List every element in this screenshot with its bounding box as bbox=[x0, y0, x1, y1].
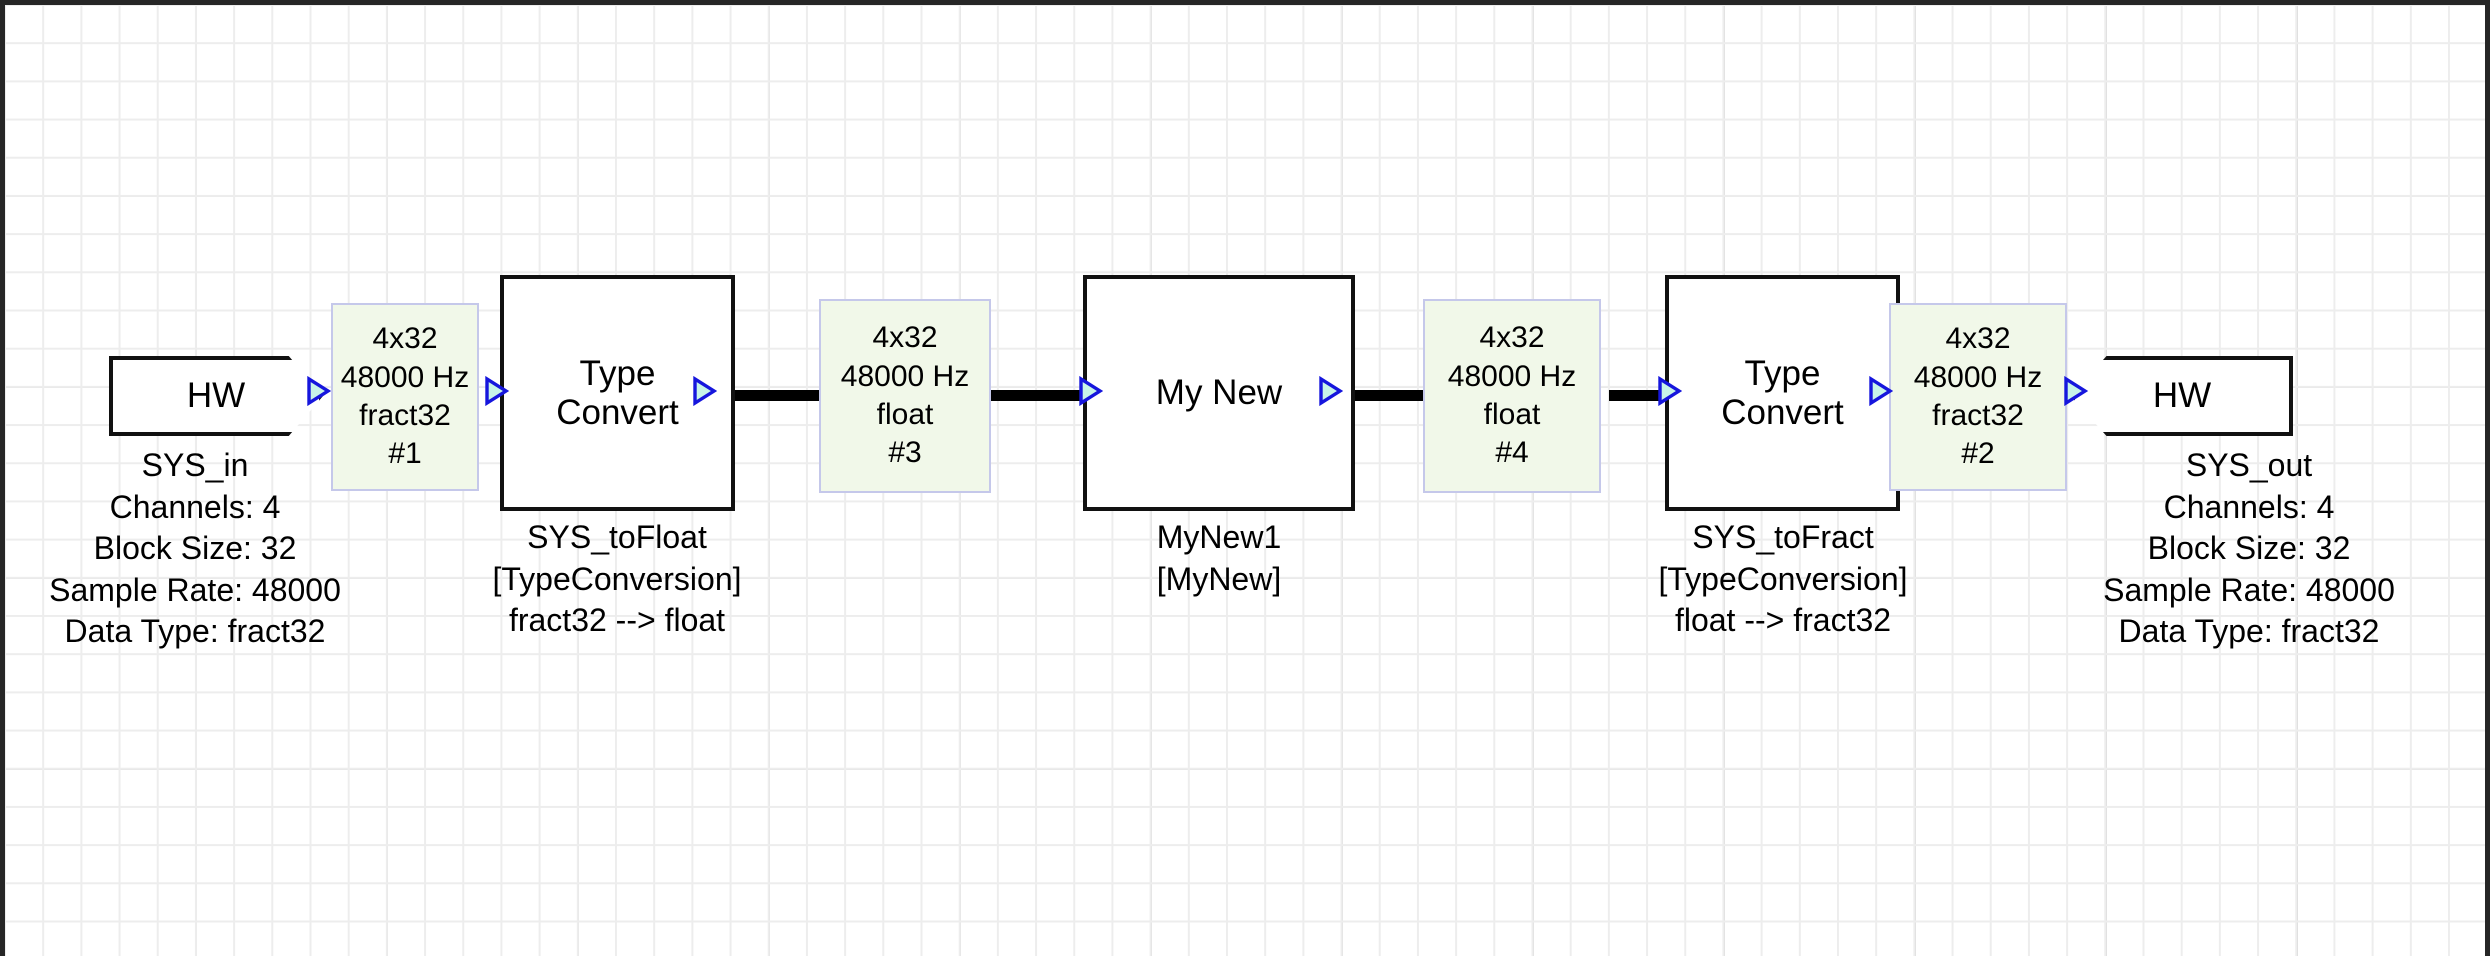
sys-out-data-type: Data Type: fract32 bbox=[2118, 613, 2380, 650]
sys-in-block-size: Block Size: 32 bbox=[93, 530, 297, 567]
tofract-inner-line2: Convert bbox=[1721, 393, 1844, 432]
signal-2-rate: 48000 Hz bbox=[1913, 360, 2043, 394]
mynew-inner-label: My New bbox=[1155, 373, 1283, 413]
tofract-input-port[interactable] bbox=[1656, 376, 1682, 406]
signal-1-datatype: fract32 bbox=[359, 399, 451, 432]
tofloat-input-port[interactable] bbox=[483, 376, 509, 406]
mynew-type: [MyNew] bbox=[1156, 560, 1282, 597]
wire-mynew-to-sig4 bbox=[1345, 390, 1453, 401]
signal-4-index: #4 bbox=[1495, 436, 1529, 470]
signal-4-datatype: float bbox=[1483, 398, 1541, 431]
tofloat-inner-label: Type Convert bbox=[556, 354, 679, 432]
signal-box-1[interactable]: 4x32 48000 Hz fract32 #1 bbox=[331, 303, 479, 491]
signal-4-rate: 48000 Hz bbox=[1447, 359, 1577, 393]
wire-sig3-to-mynew bbox=[989, 390, 1093, 401]
signal-3-dimensions: 4x32 bbox=[872, 321, 938, 355]
signal-3-rate: 48000 Hz bbox=[840, 359, 970, 393]
tofract-output-port[interactable] bbox=[1867, 376, 1893, 406]
sys-in-name: SYS_in bbox=[141, 447, 249, 483]
tofract-inner-line1: Type bbox=[1744, 353, 1821, 393]
caption-sys-out: SYS_out Channels: 4 Block Size: 32 Sampl… bbox=[1999, 445, 2485, 653]
sys-out-channels: Channels: 4 bbox=[2163, 488, 2335, 525]
tofloat-inner-line2: Convert bbox=[556, 393, 679, 432]
signal-4-dimensions: 4x32 bbox=[1479, 321, 1545, 355]
sys-in-sample-rate: Sample Rate: 48000 bbox=[49, 571, 341, 608]
signal-1-rate: 48000 Hz bbox=[340, 360, 470, 394]
block-sys-out[interactable]: HW bbox=[2071, 356, 2293, 436]
signal-2-dimensions: 4x32 bbox=[1945, 322, 2011, 356]
sys-out-block-size: Block Size: 32 bbox=[2147, 530, 2351, 567]
signal-3-index: #3 bbox=[888, 436, 922, 470]
tofract-type: [TypeConversion] bbox=[1658, 560, 1908, 597]
caption-sys-tofract: SYS_toFract [TypeConversion] float --> f… bbox=[1583, 517, 1983, 642]
sys-in-shape bbox=[109, 356, 323, 436]
sys-out-inner-label: HW bbox=[2152, 376, 2212, 415]
sys-out-sample-rate: Sample Rate: 48000 bbox=[2103, 571, 2395, 608]
caption-my-new: MyNew1 [MyNew] bbox=[1019, 517, 1419, 600]
block-sys-tofract[interactable]: Type Convert bbox=[1665, 275, 1900, 511]
mynew-name: MyNew1 bbox=[1156, 519, 1282, 555]
tofloat-output-port[interactable] bbox=[691, 376, 717, 406]
sys-in-inner-label: HW bbox=[186, 376, 246, 415]
signal-2-datatype: fract32 bbox=[1932, 399, 2024, 432]
block-my-new[interactable]: My New bbox=[1083, 275, 1355, 511]
signal-box-3[interactable]: 4x32 48000 Hz float #3 bbox=[819, 299, 991, 493]
sys-in-data-type: Data Type: fract32 bbox=[64, 613, 326, 650]
mynew-output-port[interactable] bbox=[1317, 376, 1343, 406]
wire-tofloat-to-sig3 bbox=[717, 390, 829, 401]
sys-in-output-port[interactable] bbox=[305, 376, 331, 406]
signal-2-index: #2 bbox=[1961, 437, 1995, 471]
tofloat-inner-line1: Type bbox=[579, 353, 656, 393]
block-sys-in[interactable]: HW bbox=[109, 356, 323, 436]
signal-3-datatype: float bbox=[876, 398, 934, 431]
sys-out-shape bbox=[2071, 356, 2293, 436]
signal-1-dimensions: 4x32 bbox=[372, 322, 438, 356]
caption-sys-tofloat: SYS_toFloat [TypeConversion] fract32 -->… bbox=[417, 517, 817, 642]
signal-box-2[interactable]: 4x32 48000 Hz fract32 #2 bbox=[1889, 303, 2067, 491]
tofract-name: SYS_toFract bbox=[1692, 519, 1874, 555]
mynew-input-port[interactable] bbox=[1077, 376, 1103, 406]
sys-out-input-port[interactable] bbox=[2062, 376, 2088, 406]
tofract-inner-label: Type Convert bbox=[1721, 354, 1844, 432]
signal-1-index: #1 bbox=[388, 437, 422, 471]
tofloat-name: SYS_toFloat bbox=[527, 519, 707, 555]
signal-box-4[interactable]: 4x32 48000 Hz float #4 bbox=[1423, 299, 1601, 493]
tofloat-conversion: fract32 --> float bbox=[508, 602, 726, 639]
sys-out-name: SYS_out bbox=[2185, 447, 2313, 483]
tofract-conversion: float --> fract32 bbox=[1674, 602, 1892, 639]
sys-in-channels: Channels: 4 bbox=[109, 488, 281, 525]
tofloat-type: [TypeConversion] bbox=[492, 560, 742, 597]
caption-sys-in: SYS_in Channels: 4 Block Size: 32 Sample… bbox=[5, 445, 445, 653]
